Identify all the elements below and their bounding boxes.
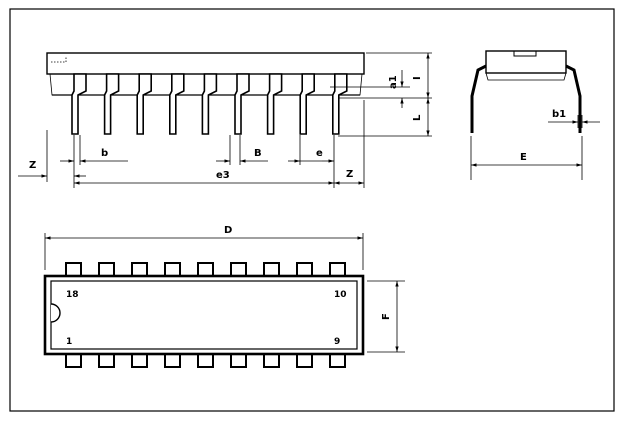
side-view-pin-2 (103, 73, 120, 135)
pin1-notch (50, 303, 61, 323)
dim-label-B: B (254, 148, 262, 159)
dim-label-e: e (316, 148, 323, 159)
top-view-body-outer (43, 274, 365, 356)
side-view-pin-9 (332, 73, 348, 135)
end-view-left-lead (470, 64, 487, 133)
side-view-pin-7 (266, 73, 283, 135)
side-view: a1 I L Z b B e e3 Z (18, 52, 432, 188)
dim-label-L: L (412, 114, 423, 121)
dim-label-E: E (520, 152, 527, 163)
side-view-pins (71, 73, 348, 135)
side-view-pin-8 (299, 73, 315, 135)
pin-number-1: 1 (66, 337, 72, 347)
dim-label-z-right: Z (346, 169, 353, 180)
side-view-pin-1 (71, 73, 87, 135)
drawing-frame (9, 8, 615, 412)
dim-label-b: b (101, 148, 108, 159)
pin-number-10: 10 (334, 290, 347, 300)
end-view: b1 E (470, 50, 600, 180)
top-view: 18 10 1 9 D F (43, 225, 405, 368)
side-view-pin-6 (234, 73, 250, 135)
dim-label-D: D (224, 225, 232, 236)
pin1-index-mark (51, 57, 67, 63)
end-view-right-lead (565, 64, 582, 133)
dim-label-b1: b1 (552, 109, 566, 120)
end-view-body (485, 50, 567, 74)
dim-label-a1: a1 (388, 75, 399, 89)
dim-label-I: I (412, 76, 423, 80)
side-view-body (46, 52, 365, 75)
side-view-pin-5 (201, 73, 218, 135)
dim-label-z-left: Z (29, 160, 36, 171)
side-view-pin-3 (136, 73, 152, 135)
dim-label-F: F (381, 313, 392, 320)
side-view-pin-4 (169, 73, 185, 135)
pin-number-18: 18 (66, 290, 79, 300)
dim-label-e3: e3 (216, 170, 230, 181)
pin-number-9: 9 (334, 337, 340, 347)
